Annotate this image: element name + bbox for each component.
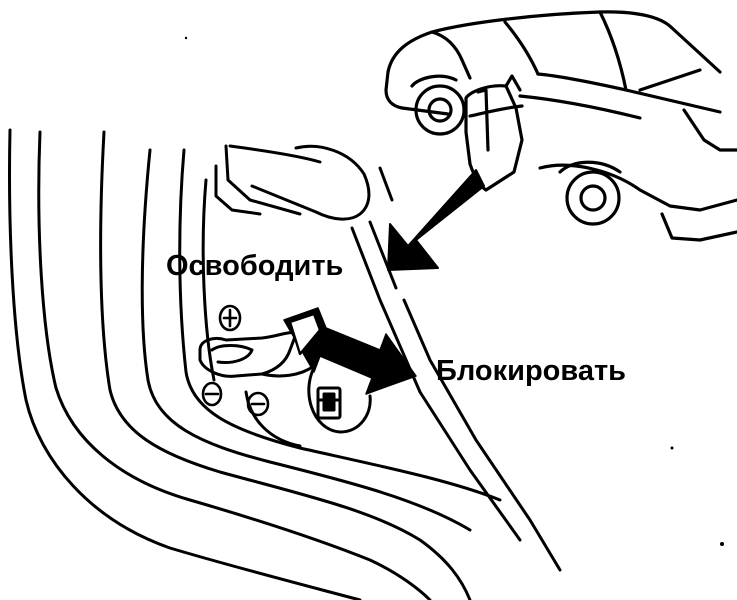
door-frame-lines — [8, 128, 562, 600]
lock-plate — [198, 331, 372, 448]
specks — [184, 36, 724, 546]
lock-label: Блокировать — [436, 355, 626, 387]
car-illustration — [384, 10, 737, 242]
release-label: Освободить — [166, 250, 344, 282]
double-arrow — [283, 307, 417, 395]
pointer-arrow — [387, 169, 485, 271]
latch-knob — [316, 386, 342, 420]
screw-icon — [201, 304, 270, 417]
